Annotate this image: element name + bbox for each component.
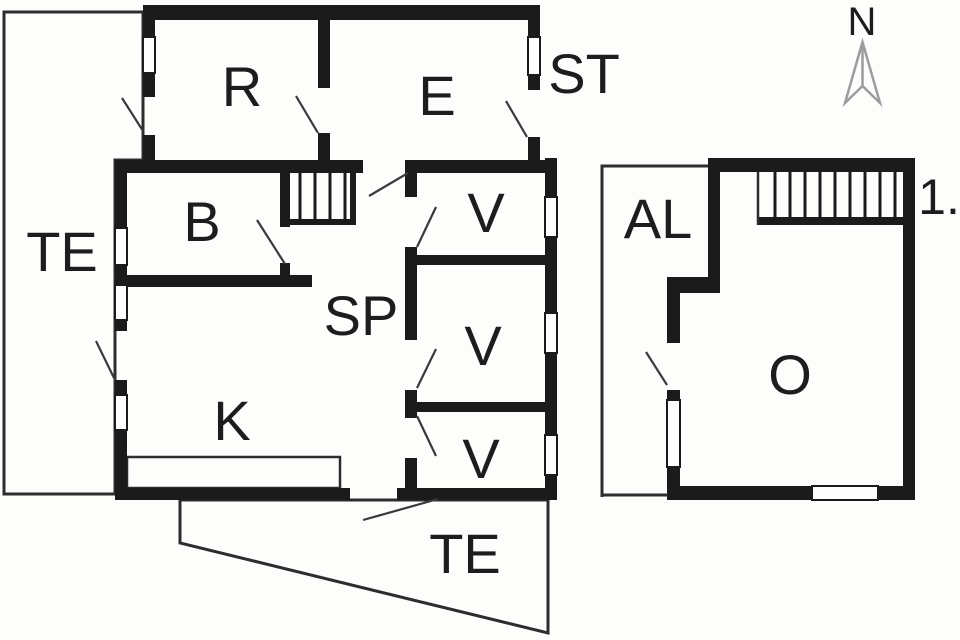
wall-segment bbox=[318, 20, 330, 88]
wall-segment bbox=[115, 380, 127, 395]
wall-segment bbox=[667, 486, 812, 500]
wall-segment bbox=[667, 390, 680, 400]
window bbox=[811, 485, 879, 501]
main-building-windows bbox=[114, 36, 558, 476]
room-label-v2: V bbox=[464, 314, 502, 377]
annex-building-walls bbox=[667, 158, 915, 500]
door-swing bbox=[416, 415, 437, 457]
wall-segment bbox=[545, 158, 557, 197]
room-label-e: E bbox=[418, 64, 455, 127]
kitchen-counter bbox=[125, 455, 342, 490]
compass-north-label: N bbox=[848, 0, 877, 44]
wall-segment bbox=[115, 320, 127, 331]
stairs-edge bbox=[290, 219, 356, 225]
wall-segment bbox=[405, 402, 557, 412]
wall-segment bbox=[280, 172, 290, 227]
window bbox=[544, 196, 558, 238]
window bbox=[666, 399, 681, 468]
door-swing bbox=[416, 206, 437, 248]
door-swing bbox=[368, 172, 409, 197]
door-swing bbox=[295, 95, 319, 134]
wall-segment bbox=[667, 293, 680, 343]
wall-segment bbox=[397, 488, 557, 500]
door-swing bbox=[416, 348, 437, 389]
main-door-swings bbox=[95, 95, 528, 522]
door-swing bbox=[256, 219, 286, 265]
compass: N bbox=[842, 0, 883, 108]
annex-windows bbox=[666, 399, 879, 501]
annex-stairs bbox=[756, 172, 903, 225]
wall-segment bbox=[350, 172, 356, 225]
wall-segment bbox=[545, 353, 557, 435]
room-labels: TE R E ST B SP K V V V TE AL O 1. bbox=[26, 42, 960, 585]
room-label-r: R bbox=[222, 55, 262, 118]
main-stairs bbox=[290, 173, 356, 225]
wall-segment bbox=[903, 158, 915, 500]
room-label-terrace-left: TE bbox=[26, 220, 98, 283]
wall-segment bbox=[115, 275, 312, 287]
wall-segment bbox=[545, 475, 557, 500]
wall-segment bbox=[143, 135, 155, 162]
main-building-walls bbox=[115, 5, 557, 500]
door-swing bbox=[121, 97, 144, 132]
annex-alcove-outline bbox=[600, 164, 708, 497]
wall-segment bbox=[528, 75, 540, 90]
room-label-sp: SP bbox=[324, 284, 399, 347]
wall-segment bbox=[708, 158, 915, 172]
wall-segment bbox=[115, 160, 127, 228]
room-label-v1: V bbox=[467, 181, 505, 244]
room-label-o: O bbox=[768, 343, 812, 406]
wall-segment bbox=[405, 255, 557, 265]
wall-segment bbox=[708, 158, 720, 277]
room-label-v3: V bbox=[462, 427, 500, 490]
window bbox=[142, 36, 156, 74]
wall-segment bbox=[405, 160, 417, 197]
window bbox=[114, 394, 128, 431]
alcove-wall bbox=[600, 164, 708, 497]
door-swing bbox=[505, 100, 528, 138]
wall-segment bbox=[878, 486, 915, 500]
window bbox=[544, 312, 558, 354]
window bbox=[114, 227, 128, 266]
wall-segment bbox=[280, 263, 290, 283]
wall-segment bbox=[405, 458, 417, 500]
room-label-al: AL bbox=[624, 187, 693, 250]
door-swing bbox=[362, 497, 439, 522]
room-label-k: K bbox=[213, 389, 250, 452]
wall-segment bbox=[528, 20, 540, 37]
wall-segment bbox=[115, 160, 363, 173]
wall-segment bbox=[115, 488, 350, 500]
window bbox=[114, 284, 128, 321]
wall-segment bbox=[143, 20, 155, 37]
wall-segment bbox=[667, 467, 680, 500]
wall-segment bbox=[408, 160, 557, 173]
wall-segment bbox=[143, 5, 540, 20]
window bbox=[544, 434, 558, 476]
label-outdoor-stairs: ST bbox=[548, 42, 620, 105]
wall-segment bbox=[405, 247, 417, 340]
wall-segment bbox=[545, 237, 557, 313]
stairs-edge bbox=[757, 217, 903, 225]
wall-segment bbox=[143, 73, 155, 97]
door-swing bbox=[95, 340, 116, 381]
wall-segment bbox=[667, 277, 720, 293]
window bbox=[527, 36, 541, 76]
room-label-b: B bbox=[183, 190, 220, 253]
wall-segment bbox=[115, 430, 127, 500]
floor-number-label: 1. bbox=[918, 169, 960, 225]
room-label-terrace-bottom: TE bbox=[429, 522, 501, 585]
door-swing bbox=[645, 351, 668, 386]
